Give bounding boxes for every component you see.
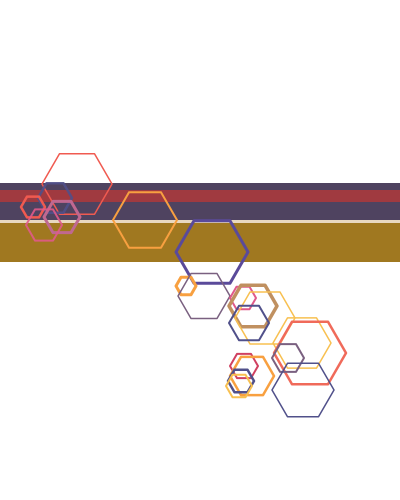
hexagon-outline-mauve — [42, 199, 82, 235]
hexagon-outline-violet — [174, 219, 250, 285]
hexagon-outline-red — [41, 152, 113, 216]
hexagon-outline-pink — [25, 208, 63, 242]
hexagon-outline-navy — [228, 304, 270, 342]
hexagon-outline-yellow — [225, 373, 253, 399]
hexagon-outline-tan — [227, 283, 279, 329]
hexagon-outline-plum — [177, 272, 231, 320]
hexagon-outline-orange — [112, 191, 178, 249]
hexagon-outline-red — [19, 195, 47, 219]
hexagon-outlines — [19, 152, 348, 418]
hexagon-outline-navy — [36, 182, 74, 214]
hexagon-outline-yellow — [272, 317, 332, 369]
hexagon-outline-orange — [174, 275, 198, 297]
band-red — [0, 190, 400, 202]
hexagon-outline-navy — [271, 362, 335, 418]
hexagon-outline-plum — [271, 343, 305, 373]
band-gold — [0, 223, 400, 262]
